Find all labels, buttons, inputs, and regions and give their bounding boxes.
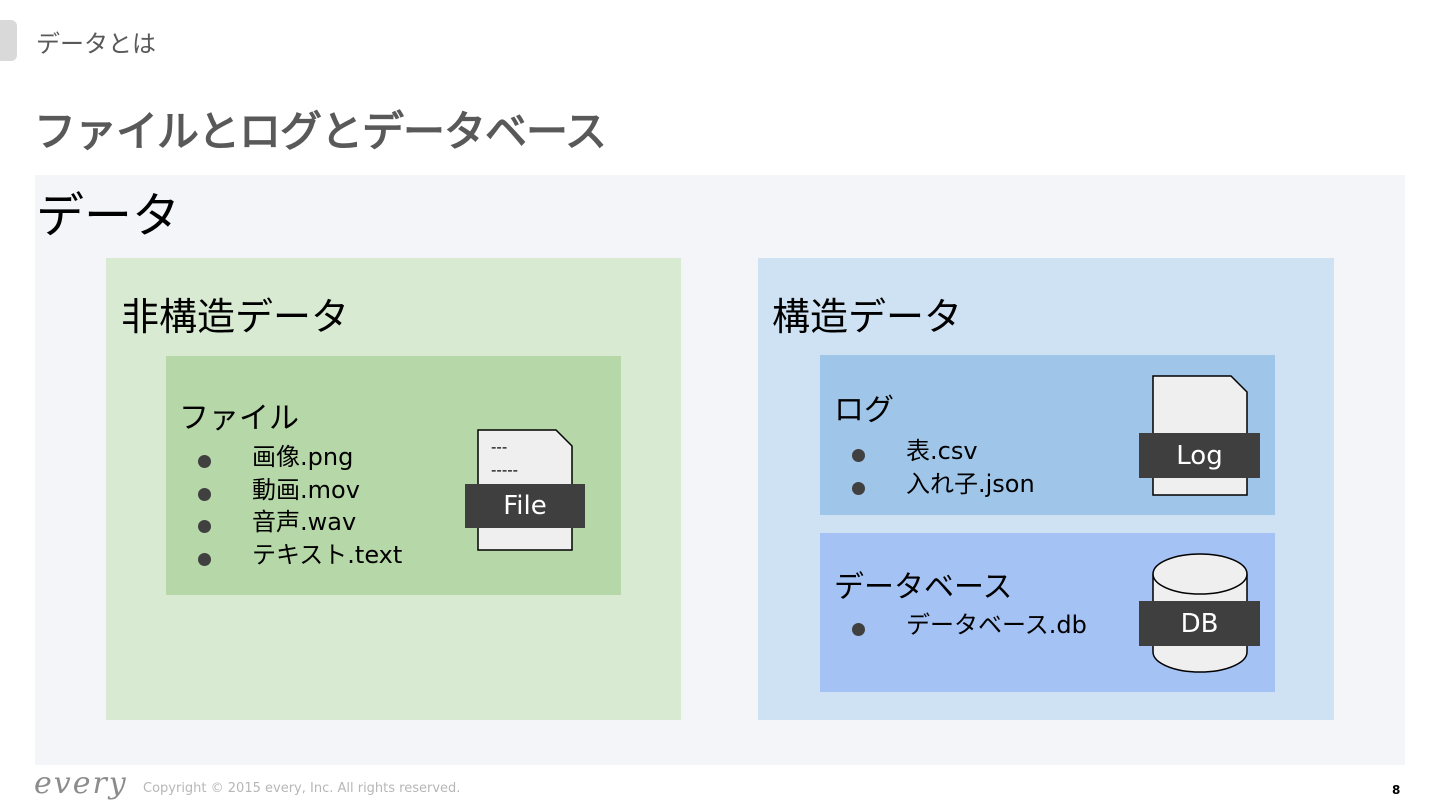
database-cylinder-icon: DB (1139, 550, 1261, 676)
bullet-icon (198, 455, 211, 468)
list-item-label: 入れ子.json (906, 469, 1035, 498)
copyright-text: Copyright © 2015 every, Inc. All rights … (143, 781, 461, 796)
log-file-icon: Log (1139, 374, 1261, 498)
list-item-label: 動画.mov (252, 475, 360, 504)
bullet-icon (198, 552, 211, 566)
bullet-icon (198, 487, 211, 501)
section-label: データとは (36, 30, 156, 58)
log-list: 表.csv 入れ子.json (852, 435, 1035, 500)
file-icon: --- ----- File (465, 428, 587, 552)
list-item: 音声.wav (198, 506, 402, 539)
bullet-icon (852, 449, 865, 462)
section-tab-marker (0, 20, 17, 61)
data-heading: データ (36, 188, 181, 244)
list-item-label: 音声.wav (252, 508, 357, 537)
file-icon-label: File (465, 484, 585, 528)
list-item: 表.csv (852, 435, 1035, 468)
database-icon-label: DB (1139, 601, 1260, 646)
list-item-label: 表.csv (906, 437, 978, 465)
company-logo: every (34, 766, 128, 801)
list-item: テキスト.text (198, 539, 402, 572)
list-item-label: テキスト.text (252, 540, 403, 569)
slide-title: ファイルとログとデータベース (34, 107, 607, 156)
bullet-icon (852, 481, 865, 495)
database-list: データベース.db (852, 609, 1087, 642)
log-group-heading: ログ (834, 393, 894, 428)
unstructured-data-heading: 非構造データ (121, 295, 350, 339)
list-item: 動画.mov (198, 474, 402, 507)
bullet-icon (198, 520, 211, 534)
database-group-heading: データベース (834, 570, 1013, 605)
log-icon-label: Log (1139, 433, 1260, 478)
file-icon-line: ----- (491, 461, 518, 479)
page-number: 8 (1392, 783, 1401, 797)
structured-data-heading: 構造データ (772, 295, 963, 339)
list-item-label: 画像.png (252, 443, 354, 471)
list-item: 入れ子.json (852, 468, 1035, 501)
bullet-icon (852, 623, 865, 636)
list-item: 画像.png (198, 441, 402, 474)
file-icon-line: --- (491, 438, 507, 456)
list-item-label: データベース.db (906, 611, 1087, 639)
list-item: データベース.db (852, 609, 1087, 642)
file-list: 画像.png 動画.mov 音声.wav テキスト.text (198, 441, 402, 571)
file-group-heading: ファイル (179, 401, 299, 436)
